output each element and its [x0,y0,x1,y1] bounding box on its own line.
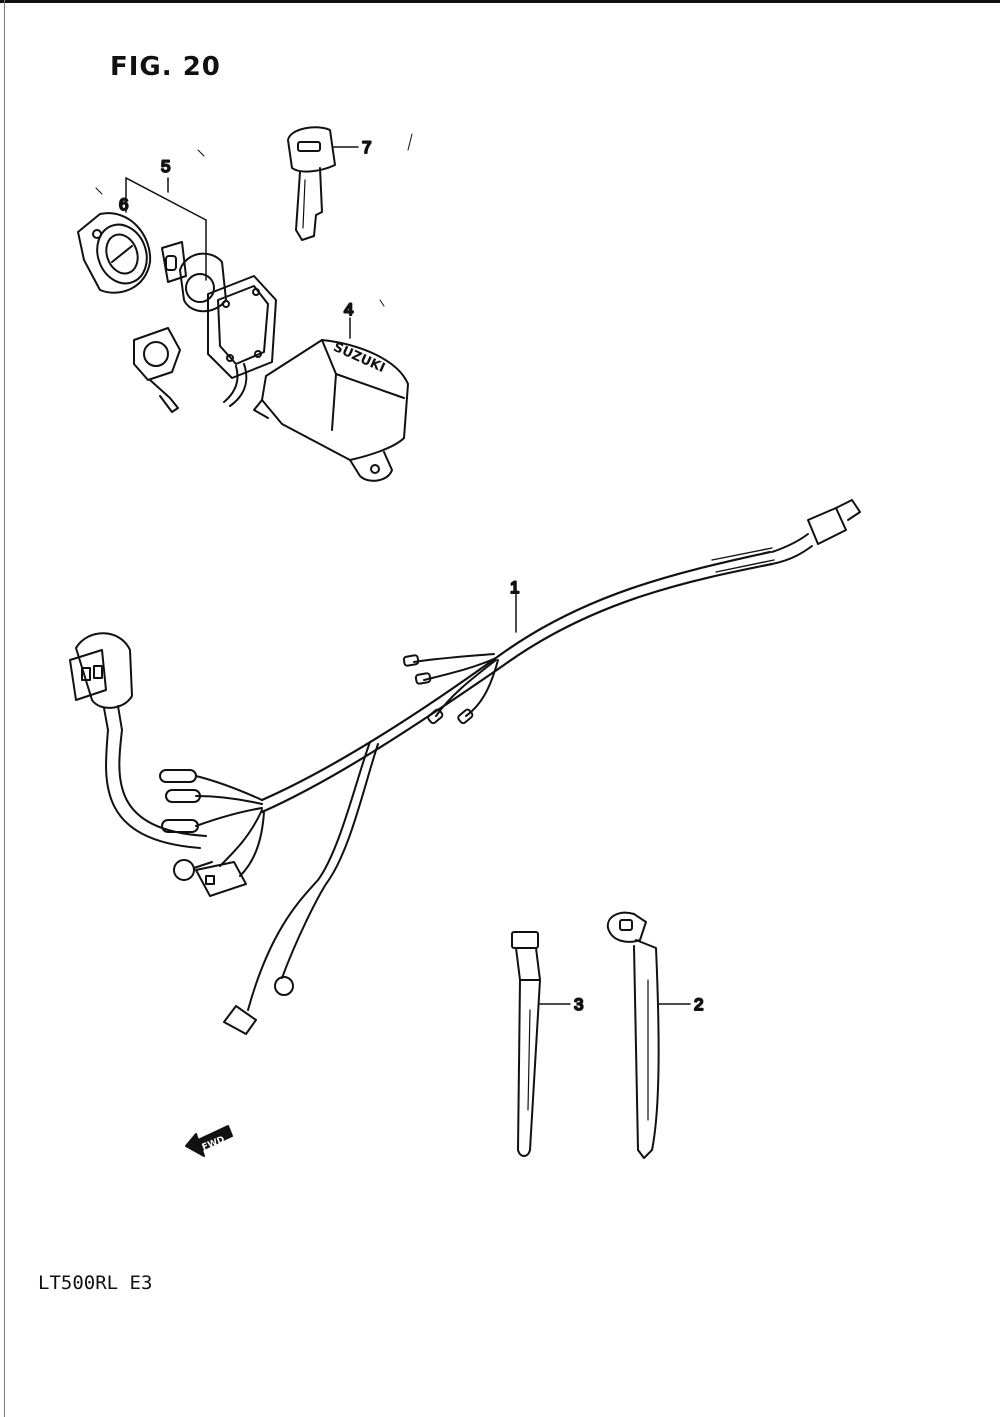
callout-6: 6 [119,195,128,214]
callout-5-bracket [125,177,207,281]
switch-cover-part-4[interactable]: SUZUKI [253,317,409,482]
callout-1: 1 [510,578,519,597]
callout-5: 5 [161,157,170,176]
cable-strap-part-3[interactable] [511,931,571,1157]
callout-2: 2 [694,995,703,1014]
page-top-border [0,0,1000,3]
model-code: LT500RL E3 [38,1272,153,1294]
callout-7: 7 [362,138,371,157]
page-left-border [4,0,5,1417]
cable-strap-part-2[interactable] [606,911,691,1159]
callout-3: 3 [574,995,583,1014]
key-part-7[interactable] [287,126,359,241]
callout-4: 4 [344,300,353,319]
wiring-harness-part-1[interactable] [69,499,861,1035]
ignition-switch-part-5[interactable] [133,241,277,413]
brand-label: SUZUKI [331,340,387,376]
scan-specks [95,133,413,307]
forward-arrow-icon: FWD [185,1125,233,1157]
ignition-bezel-part-6[interactable] [77,212,155,294]
figure-title: FIG. 20 [110,52,221,82]
